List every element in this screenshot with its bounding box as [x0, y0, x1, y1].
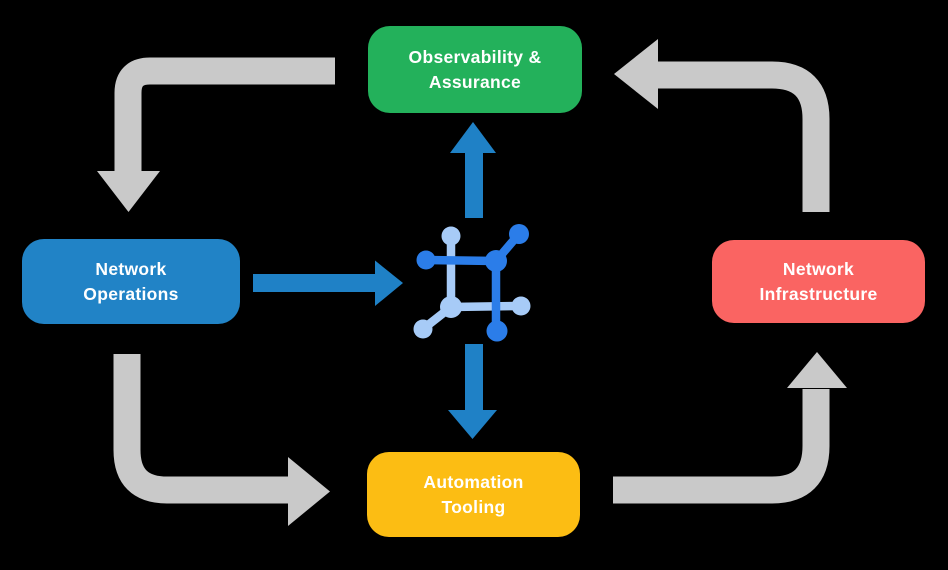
icon-top-node	[441, 226, 461, 246]
icon-left-node	[416, 250, 436, 270]
cycle-arrow-bottom-left-shaft	[113, 354, 288, 504]
network-mesh-icon-secondary-nodes	[413, 226, 531, 339]
icon-bottom-left-node	[413, 319, 433, 339]
node-network-operations: Network Operations	[22, 239, 240, 324]
flow-arrow-down-head	[448, 410, 497, 439]
network-mesh-icon-primary-nodes	[416, 224, 529, 342]
flow-arrows	[253, 122, 497, 439]
icon-right-node	[511, 296, 531, 316]
network-mesh-icon	[413, 224, 531, 342]
cycle-arrows	[97, 39, 847, 526]
cycle-arrow-bottom-right-shaft	[613, 389, 830, 504]
node-automation-tooling: Automation Tooling	[367, 452, 580, 537]
icon-top-right-junction	[485, 250, 507, 272]
cycle-arrow-top-left-head	[97, 171, 160, 212]
icon-bottom-node	[486, 320, 508, 342]
icon-top-edge-line	[425, 255, 497, 266]
icon-bottom-left-junction	[440, 296, 462, 318]
cycle-arrow-top-left-shaft	[114, 57, 335, 172]
cycle-arrow-top-right-shaft	[657, 61, 830, 212]
flow-arrow-right-shaft	[253, 274, 377, 292]
cycle-arrow-top-right-head	[614, 39, 658, 109]
node-observability-assurance: Observability & Assurance	[368, 26, 582, 113]
cycle-arrow-bottom-left-head	[288, 457, 330, 526]
flow-arrow-right-head	[375, 260, 403, 306]
node-network-infrastructure: Network Infrastructure	[712, 240, 925, 323]
icon-top-right-node	[509, 224, 529, 244]
cycle-arrow-bottom-right-head	[787, 352, 847, 388]
icon-bottom-edge-line	[450, 301, 522, 312]
flow-arrow-down-shaft	[465, 344, 483, 410]
flow-arrow-up-head	[450, 122, 496, 153]
flow-arrow-up-shaft	[465, 152, 483, 218]
